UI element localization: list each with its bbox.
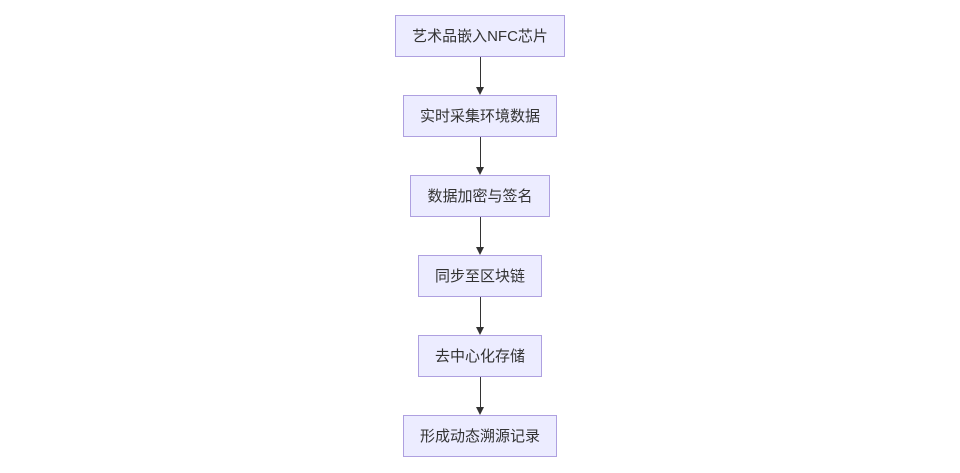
flow-node-label: 艺术品嵌入NFC芯片 <box>412 27 548 45</box>
arrowhead-icon <box>475 167 484 175</box>
flow-node-label: 形成动态溯源记录 <box>419 427 540 445</box>
flow-node-sync-blockchain: 同步至区块链 <box>417 255 542 297</box>
arrowhead-icon <box>475 407 484 415</box>
arrowhead-icon <box>475 327 484 335</box>
flow-node-embed-nfc-chip: 艺术品嵌入NFC芯片 <box>395 15 565 57</box>
arrowhead-icon <box>475 87 484 95</box>
arrow-down-4 <box>475 297 485 335</box>
arrow-down-1 <box>475 57 485 95</box>
arrow-down-3 <box>475 217 485 255</box>
flow-node-label: 同步至区块链 <box>434 267 525 285</box>
flow-node-label: 数据加密与签名 <box>427 187 533 205</box>
flowchart: 艺术品嵌入NFC芯片 实时采集环境数据 数据加密与签名 同步至区块链 <box>0 15 960 457</box>
arrow-line <box>479 297 481 329</box>
arrow-down-5 <box>475 377 485 415</box>
arrow-down-2 <box>475 137 485 175</box>
arrowhead-icon <box>475 247 484 255</box>
arrow-line <box>479 377 481 409</box>
flow-node-encrypt-sign: 数据加密与签名 <box>410 175 550 217</box>
flow-node-collect-env-data: 实时采集环境数据 <box>402 95 557 137</box>
arrow-line <box>479 57 481 89</box>
flow-node-label: 去中心化存储 <box>434 347 525 365</box>
arrow-line <box>479 217 481 249</box>
flow-node-traceability-record: 形成动态溯源记录 <box>402 415 557 457</box>
arrow-line <box>479 137 481 169</box>
flow-node-label: 实时采集环境数据 <box>419 107 540 125</box>
flow-node-decentralized-storage: 去中心化存储 <box>417 335 542 377</box>
